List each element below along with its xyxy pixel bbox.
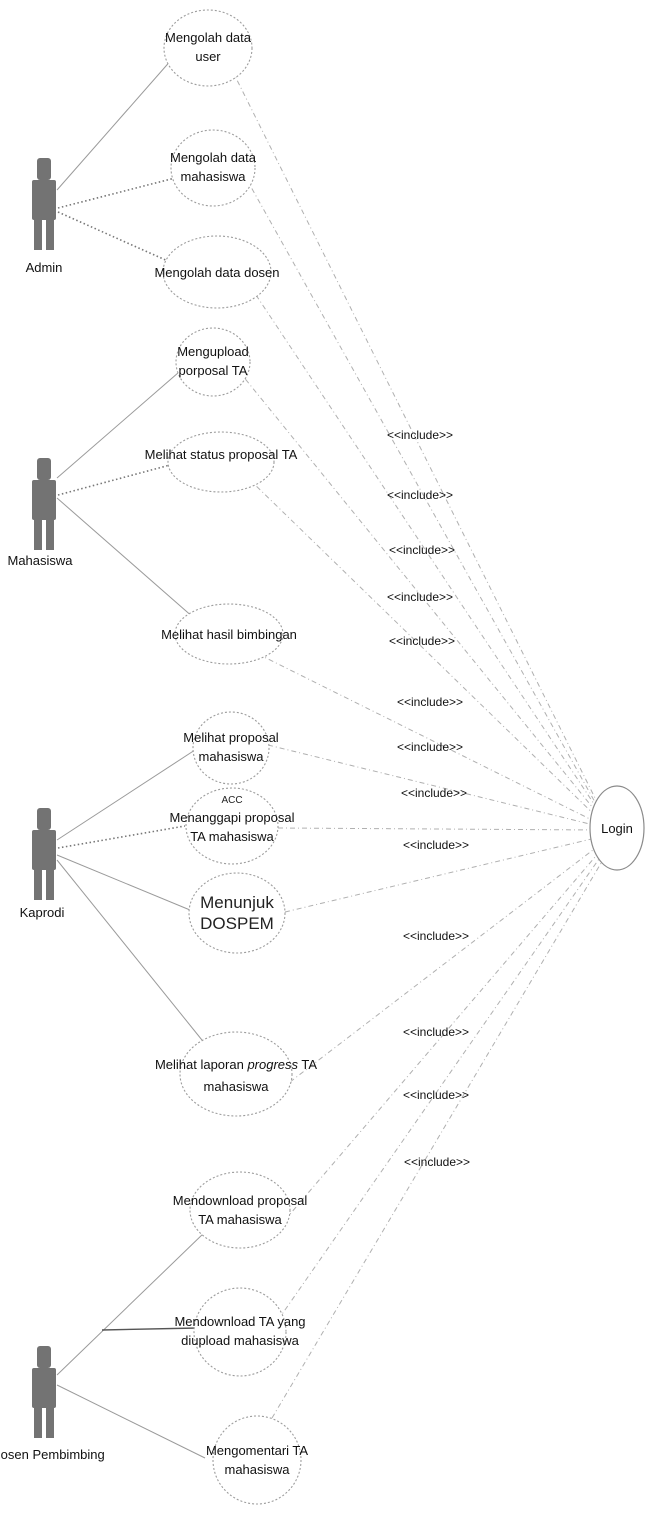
use-case-mengupload-proposal: Mengupload porposal TA: [175, 327, 251, 397]
actor-label: Dosen Pembimbing: [0, 1447, 105, 1462]
assoc-admin-user: [56, 49, 181, 191]
uc-label-line2: DOSPEM: [200, 914, 274, 933]
assoc-admin-mahasiswa-data: [57, 177, 176, 209]
use-case-menanggapi-proposal: ACC Menanggapi proposal TA mahasiswa: [169, 787, 295, 865]
use-case-mendownload-proposal: Mendownload proposal TA mahasiswa: [173, 1171, 308, 1249]
actor-mahasiswa: Mahasiswa: [7, 458, 73, 568]
assoc-dosen-download-ta: [101, 1327, 199, 1331]
assoc-admin-dosen-data: [57, 211, 171, 263]
actor-figure-icon: [32, 808, 56, 900]
login-label: Login: [601, 821, 633, 836]
include-line-download-ta: [277, 845, 609, 1321]
include-label: <<include>>: [389, 543, 455, 557]
uc-label-line2: TA mahasiswa: [190, 829, 274, 844]
actor-kaprodi: Kaprodi: [20, 808, 65, 920]
include-line-mengomentari: [271, 847, 611, 1419]
uc-label-line1: Melihat laporan progress TA: [155, 1057, 317, 1072]
uc-label-line2: user: [195, 49, 221, 64]
include-line-status: [247, 477, 607, 827]
uc-label-line1: Melihat status proposal TA: [145, 447, 298, 462]
uc-label-line1: Mengolah data dosen: [154, 265, 279, 280]
assoc-kaprodi-menanggapi: [57, 825, 186, 849]
uc-label-line1: Mendownload TA yang: [174, 1314, 305, 1329]
actor-label: Kaprodi: [20, 905, 65, 920]
acc-note: ACC: [221, 795, 242, 806]
assoc-kaprodi-progress: [56, 859, 211, 1051]
include-label: <<include>>: [401, 786, 467, 800]
uc-label-line2: mahasiswa: [198, 749, 264, 764]
use-cases: Mengolah data user Mengolah data mahasis…: [145, 9, 645, 1505]
use-case-mengolah-data-mahasiswa: Mengolah data mahasiswa: [170, 129, 257, 207]
uc-label-line1: Mendownload proposal: [173, 1193, 308, 1208]
include-line-hasil: [257, 653, 607, 828]
uc-label-line1: Mengolah data: [165, 30, 252, 45]
assoc-mahasiswa-status: [57, 464, 171, 496]
include-line-mahasiswa-data: [245, 177, 606, 821]
include-line-progress: [289, 839, 607, 1083]
include-label: <<include>>: [404, 1155, 470, 1169]
uc-label-line1: Menanggapi proposal: [169, 810, 294, 825]
actor-figure-icon: [32, 1346, 56, 1438]
include-label: <<include>>: [403, 929, 469, 943]
include-labels: <<include>> <<include>> <<include>> <<in…: [387, 428, 470, 1169]
use-case-login: Login: [589, 785, 645, 871]
uc-label-line2: mahasiswa: [224, 1462, 290, 1477]
include-label: <<include>>: [403, 838, 469, 852]
use-case-melihat-hasil-bimbingan: Melihat hasil bimbingan: [161, 603, 297, 665]
include-label: <<include>>: [403, 1025, 469, 1039]
actor-label: Admin: [26, 260, 63, 275]
assoc-mahasiswa-upload: [56, 365, 187, 479]
use-case-melihat-laporan-progress: Melihat laporan progress TA mahasiswa: [155, 1031, 317, 1117]
uc-label-line2: TA mahasiswa: [198, 1212, 282, 1227]
assoc-dosen-mengomentari: [56, 1384, 206, 1459]
uc-label-prefix: Melihat laporan: [155, 1057, 248, 1072]
include-line-menanggapi: [277, 827, 599, 831]
actor-dosen-pembimbing: Dosen Pembimbing: [0, 1346, 105, 1462]
actor-admin: Admin: [26, 158, 63, 275]
include-label: <<include>>: [389, 634, 455, 648]
include-label: <<include>>: [387, 590, 453, 604]
assoc-dosen-download-proposal: [56, 1231, 206, 1376]
include-line-upload: [237, 369, 607, 825]
uc-label-line1: Mengupload: [177, 344, 249, 359]
include-label: <<include>>: [387, 428, 453, 442]
uc-label-line1: Melihat proposal: [183, 730, 278, 745]
include-line-user: [231, 69, 606, 819]
use-case-mengomentari-ta: Mengomentari TA mahasiswa: [206, 1415, 308, 1505]
uc-label-line2: diupload mahasiswa: [181, 1333, 300, 1348]
use-case-mendownload-ta: Mendownload TA yang diupload mahasiswa: [174, 1287, 306, 1377]
use-case-menunjuk-dospem: Menunjuk DOSPEM: [188, 872, 286, 954]
actor-label: Mahasiswa: [7, 553, 73, 568]
uc-label-suffix: TA: [298, 1057, 317, 1072]
include-label: <<include>>: [397, 695, 463, 709]
uc-label-emphasis: progress: [246, 1057, 298, 1072]
assoc-mahasiswa-hasil: [56, 497, 195, 619]
uc-label-line1: Menunjuk: [200, 893, 274, 912]
include-lines: [231, 69, 611, 1419]
use-case-mengolah-data-dosen: Mengolah data dosen: [154, 235, 280, 309]
assoc-kaprodi-melihat: [56, 747, 199, 841]
uc-label-line1: Melihat hasil bimbingan: [161, 627, 297, 642]
use-case-melihat-status-proposal: Melihat status proposal TA: [145, 431, 298, 493]
include-line-melihat-proposal: [267, 744, 607, 829]
assoc-kaprodi-menunjuk: [56, 854, 191, 911]
uc-label-line2: mahasiswa: [180, 169, 246, 184]
include-label: <<include>>: [387, 488, 453, 502]
use-case-mengolah-data-user: Mengolah data user: [163, 9, 253, 87]
uc-label-line1: Mengomentari TA: [206, 1443, 308, 1458]
actor-figure-icon: [32, 158, 56, 250]
uc-label-line2: porposal TA: [179, 363, 248, 378]
include-line-dosen-data: [255, 294, 607, 823]
include-label: <<include>>: [397, 740, 463, 754]
uc-label-line1: Mengolah data: [170, 150, 257, 165]
associations: [56, 49, 211, 1459]
uc-label-line2: mahasiswa: [203, 1079, 269, 1094]
include-label: <<include>>: [403, 1088, 469, 1102]
use-case-melihat-proposal-mahasiswa: Melihat proposal mahasiswa: [183, 711, 279, 785]
actor-figure-icon: [32, 458, 56, 550]
